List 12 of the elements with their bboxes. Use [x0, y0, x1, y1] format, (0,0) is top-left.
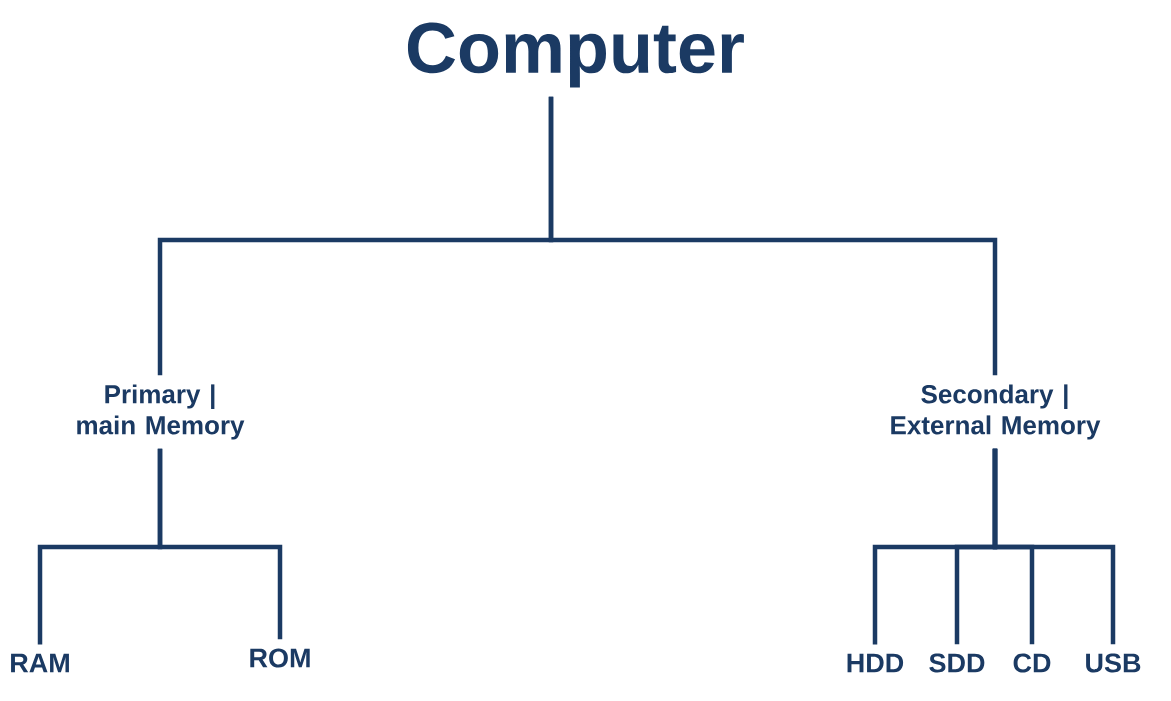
node-label: Secondary | External Memory [891, 384, 1101, 440]
node-label: ROM [250, 648, 310, 668]
tree-connector [157, 448, 283, 640]
node-label: CD [1013, 653, 1051, 673]
tree-connector [548, 96, 998, 376]
node-label: USB [1086, 653, 1141, 673]
node-label: SDD [929, 653, 985, 673]
tree-connector [992, 448, 1116, 645]
node-label: HDD [847, 653, 904, 673]
node-label: Primary | main Memory [77, 384, 245, 440]
node-label: RAM [11, 653, 69, 673]
title-text: Computer [407, 22, 744, 88]
